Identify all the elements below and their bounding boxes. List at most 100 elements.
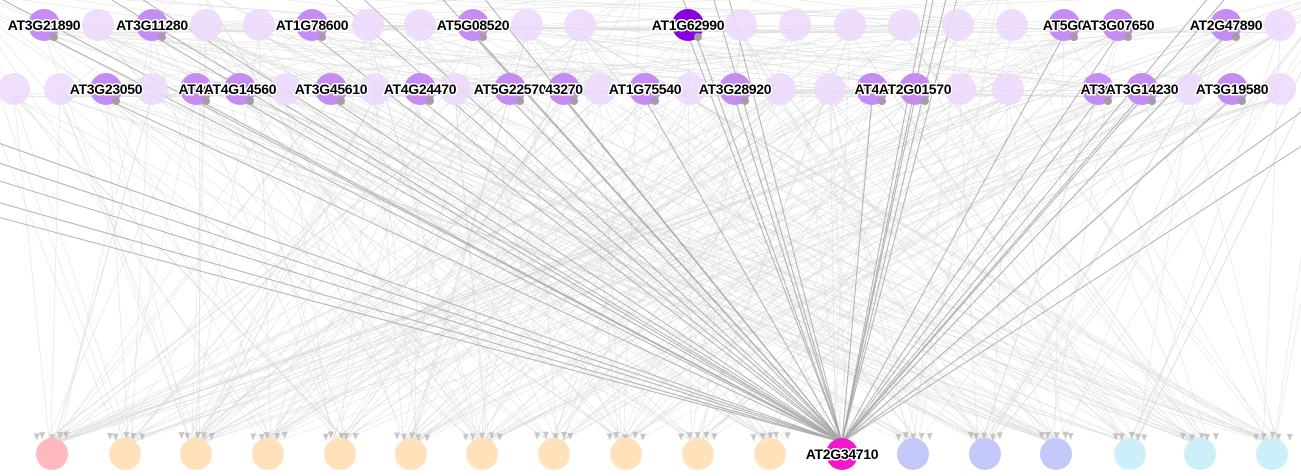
network-edge [339,96,376,443]
highlighted-edge [841,98,873,443]
network-edge [837,96,873,443]
faded-regulator-layer [0,9,1296,105]
target-node [754,438,786,470]
network-edge [1007,96,1066,443]
network-edge [829,96,849,443]
network-edge [56,96,287,443]
network-edge [59,96,1129,443]
highlighted-edge [841,145,1301,443]
target-node [610,438,642,470]
arrow-head [639,433,646,441]
edge-endpoint [202,97,210,105]
regulator-node [315,73,347,105]
network-edge [1097,96,1209,443]
network-edge [0,12,703,443]
network-edge [454,96,1268,443]
network-edge [267,96,1009,443]
network-edge [42,8,1301,443]
arrow-head [178,432,185,440]
network-edge [959,24,1065,98]
network-edge [205,32,1051,443]
highlighted-edge [2,0,843,443]
highlighted-edge [330,98,843,443]
highlighted-edge [644,98,843,443]
network-edge [43,24,851,34]
network-edge [698,96,1099,443]
arrow-head [711,433,718,441]
network-edge [191,96,646,443]
network-edge [195,24,313,98]
network-edge [371,0,742,26]
regulator-node-faded [779,9,811,41]
network-edge [105,96,1052,443]
regulator-label: AT2G01570 [879,81,952,97]
arrow-head [606,433,613,441]
network-edge [339,96,565,443]
regulator-label: AT4G24470 [384,81,457,97]
network-edge [766,96,873,443]
regulator-node-faded [564,9,596,41]
arrow-head [338,432,345,440]
arrow-head [678,433,685,441]
target-node-layer [36,438,1288,470]
network-edge [53,96,153,443]
network-edge [269,96,565,443]
arrow-head [767,432,774,440]
regulator-node-faded [352,9,384,41]
target-node [252,438,284,470]
network-edge [0,69,272,443]
network-edge [1136,107,1301,443]
network-edge [849,32,1136,443]
edge-endpoint [694,33,702,41]
arrow-head [632,431,639,439]
highlighted-edge [841,34,1119,443]
highlighted-edge [841,0,947,443]
network-edge [1274,255,1301,443]
network-edge [0,27,628,443]
network-edge [115,96,197,443]
faint-edge-layer [0,0,1301,443]
regulator-node-faded [944,73,976,105]
regulator-node-faded [136,73,168,105]
arrow-head [759,433,766,441]
edge-endpoint [878,97,886,105]
target-node [897,438,929,470]
target-label: AT2G34710 [806,446,879,462]
network-edge [189,32,528,443]
arrow-head [469,433,476,441]
regulator-node-faded [814,73,846,105]
regulator-node [719,73,751,105]
network-edge [412,6,1301,443]
arrow-head [918,432,925,440]
network-edge [199,96,781,443]
arrow-head [424,434,431,442]
arrow-head [895,434,902,442]
network-edge [829,96,919,443]
edge-endpoint [246,97,254,105]
arrow-head [1269,431,1276,439]
network-edge [871,96,1126,443]
network-edge [690,96,1233,443]
highlighted-edge [682,0,843,443]
regulator-node-faded [888,9,920,41]
network-edge [904,32,1013,443]
regulator-node [1102,9,1134,41]
arrow-head [327,431,334,439]
edge-endpoint [516,97,524,105]
network-edge [1189,96,1277,443]
network-edge [402,96,781,443]
arrow-head [281,431,288,439]
regulator-node-faded [1264,73,1296,105]
edge-endpoint [479,33,487,41]
regulator-node [136,9,168,41]
target-node [538,438,570,470]
network-edge [481,96,511,443]
arrow-head [622,434,629,442]
arrow-head [408,432,415,440]
arrow-head [184,432,191,440]
regulator-node [1216,73,1248,105]
arrow-head [258,433,265,441]
edge-endpoint [1070,33,1078,41]
